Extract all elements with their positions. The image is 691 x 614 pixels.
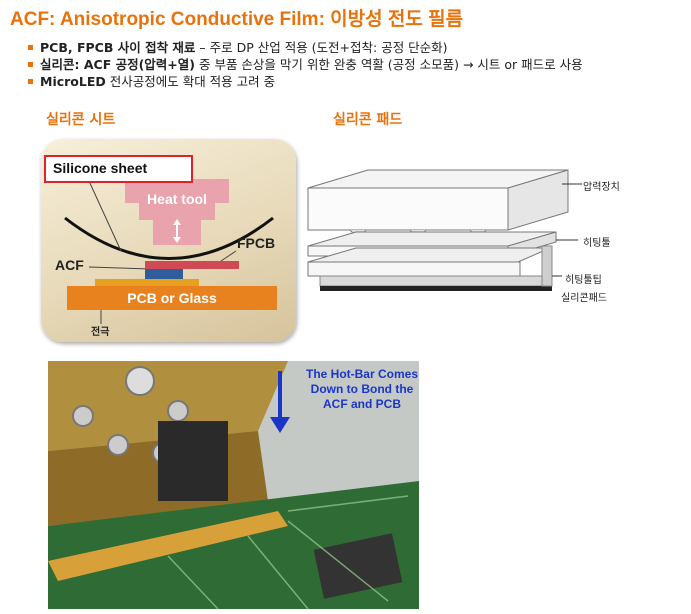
section-title-sheet: 실리콘 시트 (46, 112, 116, 128)
bullet-item: PCB, FPCB 사이 접착 재료 – 주로 DP 산업 적용 (도전+접착:… (28, 39, 583, 56)
bolt-1 (125, 366, 155, 396)
section-title-pad: 실리콘 패드 (333, 112, 403, 128)
pcb-label: PCB or Glass (127, 290, 217, 306)
pressure-arrow-down (173, 237, 181, 243)
ic-chip (313, 533, 403, 599)
heating-tip-label: 히팅툴팁 (565, 275, 602, 286)
pcb-layer (67, 286, 277, 310)
leader-acf (88, 266, 152, 270)
bolt-3 (167, 400, 189, 422)
pressure-arrow-up (173, 219, 181, 225)
bolt-4 (107, 434, 129, 456)
heat-tool-mid (139, 202, 215, 220)
bullet-list: PCB, FPCB 사이 접착 재료 – 주로 DP 산업 적용 (도전+접착:… (28, 39, 583, 90)
heater-block (158, 421, 228, 501)
acf-contact-strip (48, 511, 288, 581)
heat-tool-label: Heat tool (147, 191, 207, 207)
electrode-label: 전극 (91, 327, 110, 338)
heating-tip-front (307, 261, 521, 277)
sheet-diagram-lines (64, 180, 274, 324)
leader-fpcb (220, 250, 237, 262)
bolt-2 (72, 405, 94, 427)
fpcb-label: FPCB (237, 235, 276, 251)
silicone-sheet-curve (64, 216, 274, 260)
hot-bar-photo: The Hot-Bar Comes Down to Bond the ACF a… (48, 361, 419, 609)
page-title: ACF: Anisotropic Conductive Film: 이방성 전도… (10, 9, 464, 30)
bullet-item: MicroLED 전사공정에도 확대 적용 고려 중 (28, 73, 583, 90)
acf-layer (145, 269, 183, 279)
bullet-bold: MicroLED (40, 74, 106, 89)
heat-tool-top (125, 179, 229, 203)
bullet-text: – 주로 DP 산업 적용 (도전+접착: 공정 단순화) (195, 40, 448, 55)
bullet-bold: PCB, FPCB 사이 접착 재료 (40, 40, 196, 55)
leader-silicone (88, 180, 122, 252)
photo-caption: The Hot-Bar Comes Down to Bond the ACF a… (305, 367, 418, 411)
silicone-sheet-diagram: Heat tool Silicone sheet PCB or Glass FP… (41, 139, 296, 342)
press-label: 압력장치 (583, 182, 620, 193)
pcb-traces (167, 495, 409, 609)
silicone-pad-label: 실리콘패드 (561, 293, 607, 304)
press-side (507, 169, 569, 231)
down-arrow-head (270, 417, 290, 433)
hot-bar-illustration (48, 361, 419, 609)
electrode-layer (95, 279, 199, 286)
heating-tool-label: 히팅툴 (583, 238, 611, 249)
bullet-item: 실리콘: ACF 공정(압력+열) 중 부품 손상을 막기 위한 완충 역활 (… (28, 56, 583, 73)
silicone-pad-base (320, 286, 552, 291)
silicone-sheet-box (44, 155, 193, 183)
bullet-text: 중 부품 손상을 막기 위한 완충 역활 (공정 소모품) → 시트 or 패드… (195, 57, 583, 72)
silicone-pad-diagram (307, 169, 582, 291)
pad-clip (541, 245, 553, 287)
silicone-sheet-label: Silicone sheet (53, 160, 148, 176)
fpcb-layer (145, 261, 239, 269)
acf-label: ACF (55, 257, 84, 273)
bullet-text: 전사공정에도 확대 적용 고려 중 (105, 74, 276, 89)
bullet-bold: 실리콘: ACF 공정(압력+열) (40, 57, 195, 72)
press-front (307, 187, 509, 231)
silicone-pad-layer (319, 275, 553, 287)
